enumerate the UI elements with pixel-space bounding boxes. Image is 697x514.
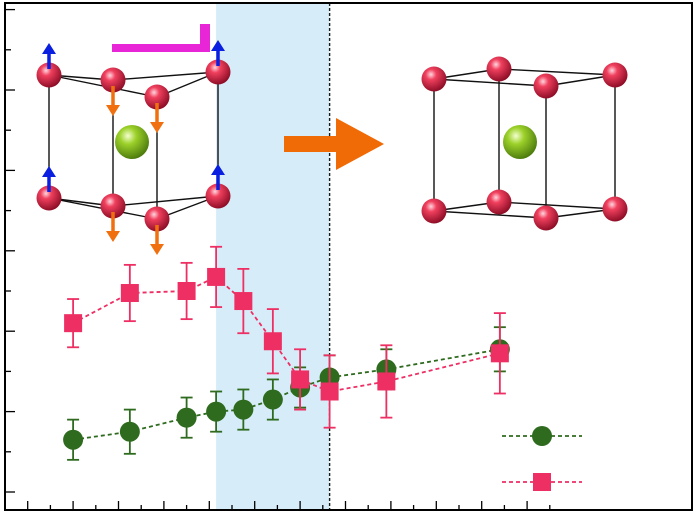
data-point	[320, 382, 339, 401]
oxygen-atom	[36, 62, 62, 88]
data-point	[206, 401, 227, 422]
plot-frame	[4, 2, 693, 511]
cation-atom	[115, 125, 149, 159]
legend-marker	[533, 473, 551, 491]
data-point	[377, 372, 396, 391]
data-point	[490, 344, 509, 363]
cell-edge	[433, 210, 547, 219]
oxygen-atom	[533, 205, 559, 231]
cell-edge	[112, 71, 219, 81]
series-2	[64, 245, 509, 429]
oxygen-atom	[602, 62, 628, 88]
oxygen-atom	[533, 73, 559, 99]
cell-edge	[112, 195, 219, 207]
oxygen-atom	[205, 59, 231, 85]
spin-down-arrow	[106, 86, 120, 116]
data-point	[119, 421, 140, 442]
data-point	[263, 332, 282, 351]
cell-edge	[498, 68, 616, 76]
oxygen-atom	[486, 189, 512, 215]
spin-up-arrow	[211, 164, 225, 190]
oxygen-atom	[205, 183, 231, 209]
data-point	[176, 407, 197, 428]
data-point	[291, 370, 310, 389]
series-line	[72, 348, 501, 441]
data-point	[233, 399, 254, 420]
oxygen-atom	[421, 66, 447, 92]
spin-down-arrow	[150, 103, 164, 133]
oxygen-atom	[144, 206, 170, 232]
cell-edge	[433, 78, 547, 87]
spin-up-arrow	[211, 40, 225, 66]
magnetic-symbol	[112, 24, 210, 52]
legend-entry-2	[502, 473, 582, 491]
oxygen-atom	[100, 67, 126, 93]
oxygen-atom	[486, 56, 512, 82]
cell-edge	[498, 201, 616, 210]
oxygen-atom	[100, 193, 126, 219]
cation-atom	[503, 125, 537, 159]
transition-arrow	[284, 118, 384, 170]
nonmagnetic-cell-inset	[421, 56, 628, 231]
spin-up-arrow	[42, 43, 56, 69]
magnetic-cell-inset	[36, 40, 231, 255]
oxygen-atom	[36, 185, 62, 211]
data-point	[64, 314, 83, 333]
legend-marker	[532, 426, 552, 446]
data-point	[63, 429, 84, 450]
legend-entry-1	[502, 426, 582, 446]
spin-up-arrow	[42, 166, 56, 192]
data-point	[120, 284, 139, 303]
data-point	[234, 292, 253, 311]
series-layer	[63, 245, 510, 461]
data-point	[262, 389, 283, 410]
oxygen-atom	[421, 198, 447, 224]
series-line	[72, 275, 501, 393]
data-point	[177, 282, 196, 300]
oxygen-atom	[602, 196, 628, 222]
data-point	[207, 267, 226, 286]
shaded-region	[216, 3, 330, 510]
legend	[502, 426, 582, 491]
spin-down-arrow	[106, 212, 120, 242]
oxygen-atom	[144, 84, 170, 110]
spin-down-arrow	[150, 225, 164, 255]
